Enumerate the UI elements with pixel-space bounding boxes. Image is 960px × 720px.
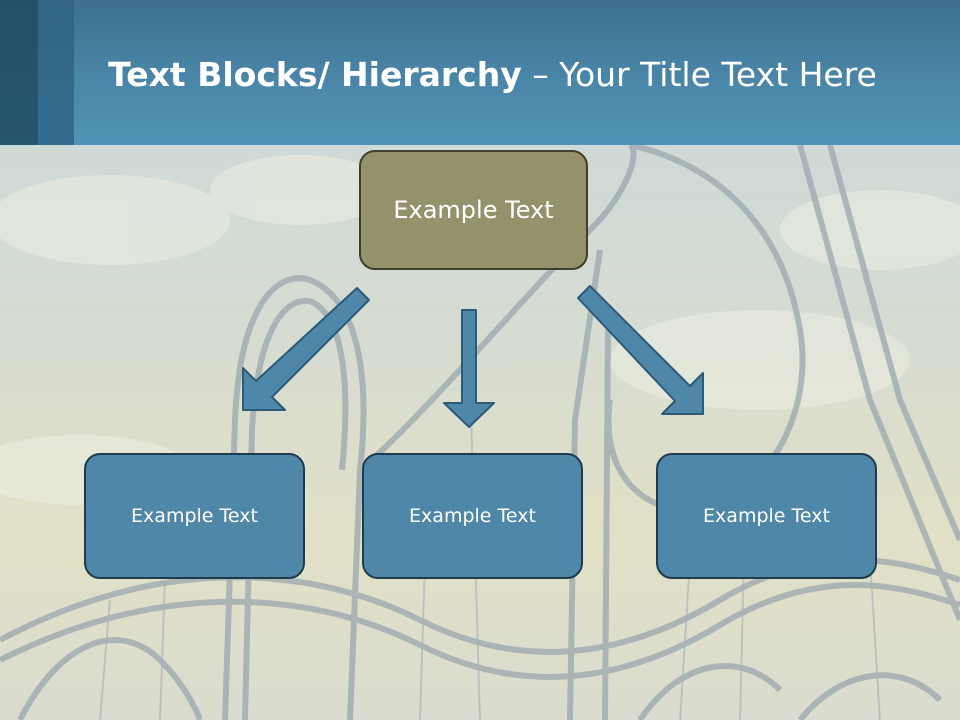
title-banner <box>0 0 960 145</box>
child-text-label: Example Text <box>131 505 258 527</box>
arrow-left <box>242 287 370 411</box>
arrow-center <box>443 309 495 428</box>
banner-accent-mid <box>38 0 74 145</box>
title-bold: Text Blocks/ Hierarchy <box>108 55 522 94</box>
banner-accent-dark <box>0 0 38 145</box>
root-text-label: Example Text <box>393 196 554 224</box>
arrow-right <box>577 285 704 415</box>
slide-title: Text Blocks/ Hierarchy – Your Title Text… <box>0 55 960 95</box>
child-text-label: Example Text <box>703 505 830 527</box>
child-text-block-2[interactable]: Example Text <box>362 453 583 579</box>
child-text-block-3[interactable]: Example Text <box>656 453 877 579</box>
child-text-block-1[interactable]: Example Text <box>84 453 305 579</box>
title-rest: – Your Title Text Here <box>521 55 877 94</box>
root-text-block[interactable]: Example Text <box>359 150 588 270</box>
child-text-label: Example Text <box>409 505 536 527</box>
